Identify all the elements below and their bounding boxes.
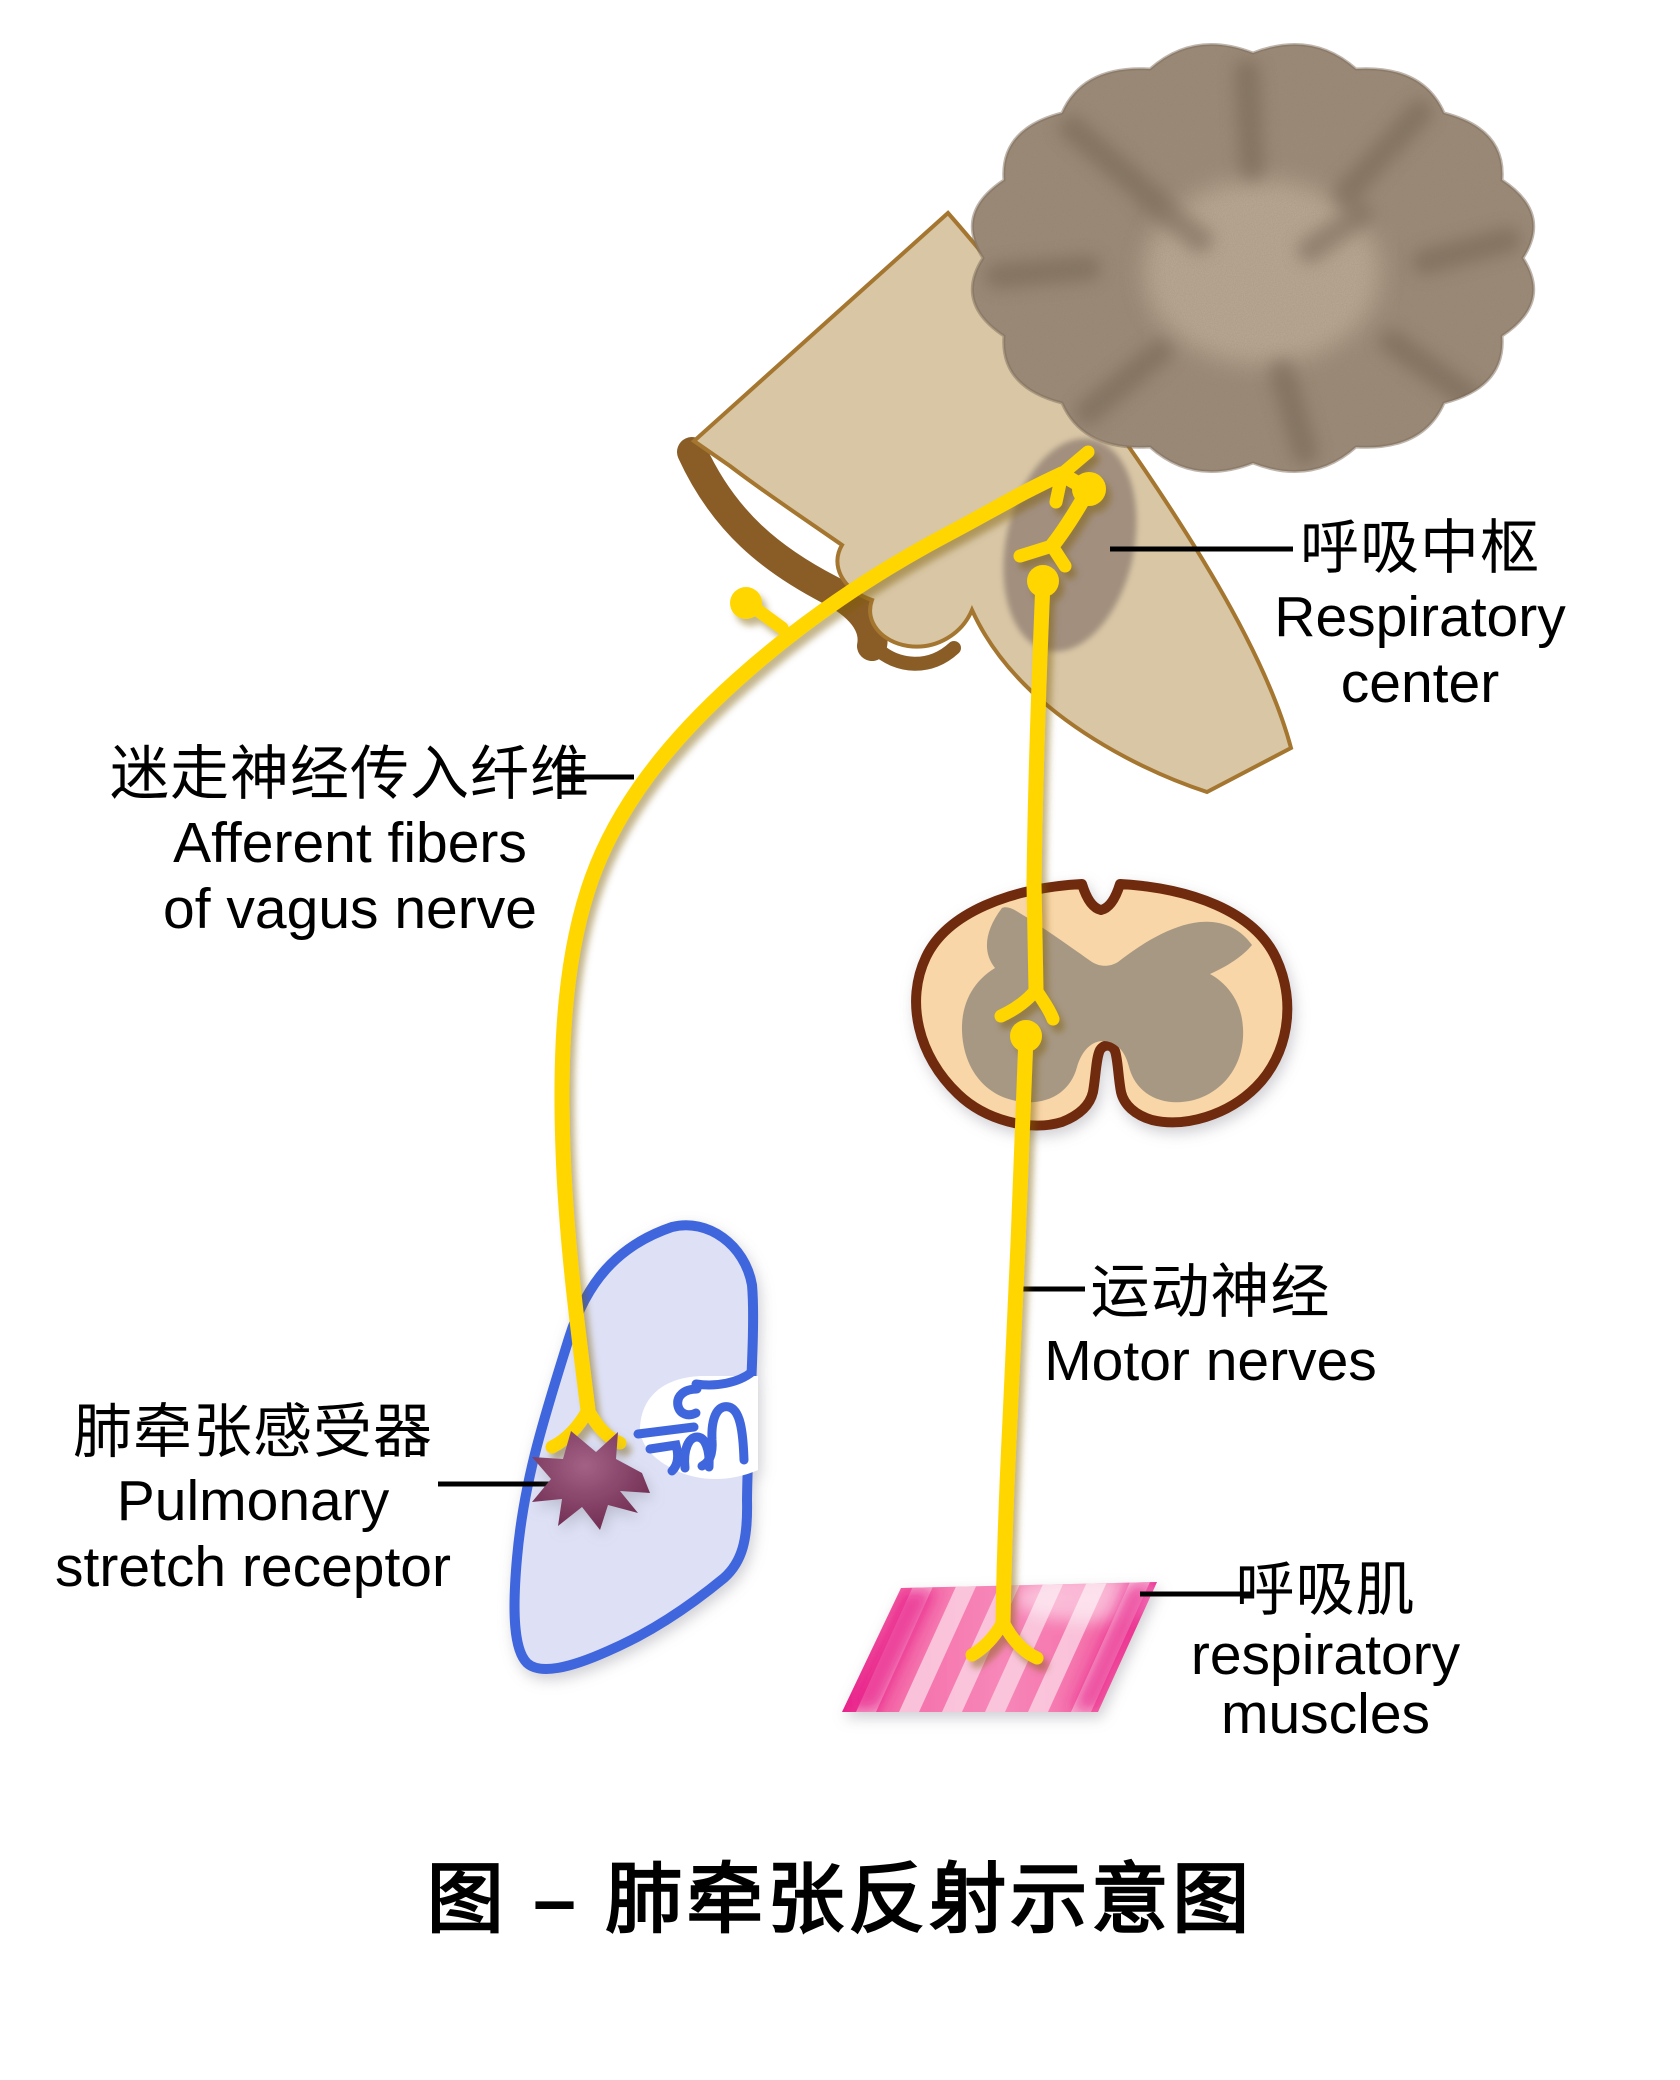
lung-hilum bbox=[640, 1376, 758, 1479]
nerve-pathways bbox=[545, 445, 1106, 1665]
label-muscles-en2: muscles bbox=[1220, 1681, 1431, 1746]
figure-title: 图 – 肺牵张反射示意图 bbox=[426, 1857, 1254, 1943]
lung-bronchi bbox=[633, 1367, 757, 1476]
afferent-branch-knob bbox=[730, 587, 762, 619]
label-muscles: 呼吸肌 respiratory muscles bbox=[1123, 1556, 1528, 1744]
label-motor-zh: 运动神经 bbox=[1090, 1259, 1331, 1325]
afferent-nerve-path bbox=[554, 466, 1070, 1418]
stretch-receptor-star bbox=[532, 1431, 650, 1530]
muscle-terminal-fork bbox=[965, 1615, 1044, 1665]
label-afferent-zh: 迷走神经传入纤维 bbox=[109, 741, 590, 807]
spinal-cord bbox=[911, 879, 1293, 1131]
brainstem-shadow-band bbox=[677, 437, 888, 661]
label-afferent-en2: of vagus nerve bbox=[163, 877, 537, 942]
label-respiratory-center-en1: Respiratory bbox=[1274, 584, 1566, 649]
cerebellum-stipple-texture bbox=[972, 44, 1534, 472]
label-motor-en1: Motor nerves bbox=[1044, 1328, 1377, 1393]
muscle-stripes bbox=[842, 1582, 1157, 1712]
center-terminal-fork bbox=[1013, 539, 1072, 573]
muscle-hot-right-corner bbox=[1070, 1582, 1157, 1712]
label-receptor-en1: Pulmonary bbox=[116, 1468, 390, 1533]
spinal-terminal-fork bbox=[994, 983, 1060, 1026]
label-muscles-zh: 呼吸肌 bbox=[1235, 1557, 1416, 1623]
brainstem-bulge-shadow bbox=[869, 641, 961, 671]
label-afferent-en1: Afferent fibers bbox=[173, 810, 527, 875]
label-receptor-en2: stretch receptor bbox=[55, 1535, 451, 1600]
label-receptor-zh: 肺牵张感受器 bbox=[72, 1399, 433, 1465]
label-receptor: 肺牵张感受器 Pulmonary stretch receptor bbox=[28, 1398, 478, 1601]
label-respiratory-center: 呼吸中枢 Respiratory center bbox=[1175, 514, 1665, 717]
label-muscles-en1: respiratory bbox=[1190, 1622, 1461, 1687]
label-afferent: 迷走神经传入纤维 Afferent fibers of vagus nerve bbox=[95, 740, 605, 943]
muscle-hot-left-corner bbox=[842, 1588, 938, 1712]
leader-lines bbox=[438, 546, 1293, 1597]
motor-nerve-path bbox=[995, 1028, 1034, 1630]
motor-nerve-upper-path bbox=[1026, 573, 1051, 998]
label-respiratory-center-zh: 呼吸中枢 bbox=[1299, 515, 1540, 581]
respiratory-muscle bbox=[842, 1582, 1157, 1712]
cerebellum bbox=[970, 42, 1536, 474]
label-motor: 运动神经 Motor nerves bbox=[1008, 1258, 1413, 1394]
label-respiratory-center-en2: center bbox=[1340, 651, 1500, 716]
